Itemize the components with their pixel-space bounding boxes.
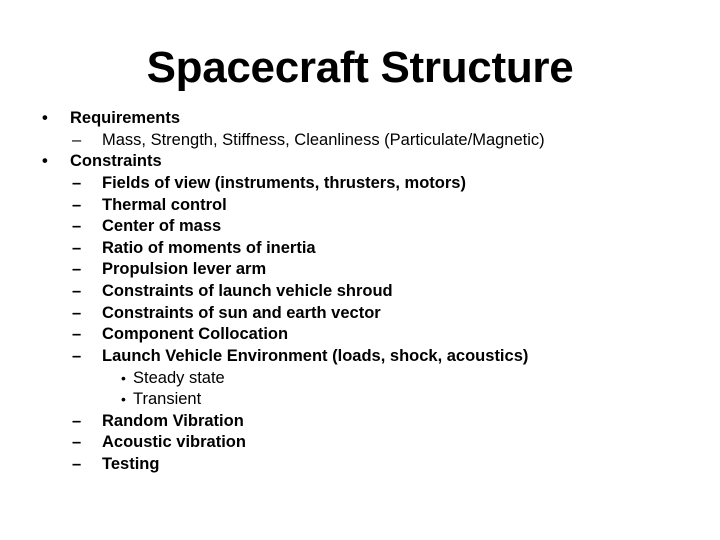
slide-title: Spacecraft Structure <box>146 43 574 92</box>
list-item-text: Component Collocation <box>102 325 289 343</box>
dash-icon: – <box>72 455 82 473</box>
list-item-text: Testing <box>102 455 160 473</box>
bullet-icon: • <box>42 109 48 127</box>
list-item: – Center of mass <box>72 216 222 236</box>
list-item-text: Constraints of sun and earth vector <box>102 304 381 322</box>
list-item: • Constraints <box>42 151 162 171</box>
list-item: – Constraints of launch vehicle shroud <box>72 281 393 301</box>
list-item: – Acoustic vibration <box>72 432 246 452</box>
dash-icon: – <box>72 433 82 451</box>
dash-icon: – <box>72 325 82 343</box>
dash-icon: – <box>72 196 82 214</box>
bullet-icon: • <box>42 152 48 170</box>
dash-icon: – <box>72 412 82 430</box>
list-item-text: Launch Vehicle Environment (loads, shock… <box>102 347 529 365</box>
list-item: – Ratio of moments of inertia <box>72 238 316 258</box>
list-item-text: Random Vibration <box>102 412 244 430</box>
list-item: – Random Vibration <box>72 411 244 431</box>
dash-icon: – <box>72 282 82 300</box>
list-item: • Steady state <box>121 368 225 388</box>
list-item-text: Fields of view (instruments, thrusters, … <box>102 174 466 192</box>
list-item-text: Transient <box>133 390 202 408</box>
dash-icon: – <box>72 131 82 149</box>
list-item: – Testing <box>72 454 160 474</box>
list-item: – Fields of view (instruments, thrusters,… <box>72 173 466 193</box>
list-item: • Requirements <box>42 108 181 128</box>
dash-icon: – <box>72 304 82 322</box>
list-item-text: Requirements <box>70 109 181 127</box>
list-item: – Constraints of sun and earth vector <box>72 303 381 323</box>
bullet-icon: • <box>121 391 126 407</box>
dash-icon: – <box>72 174 82 192</box>
list-item: – Component Collocation <box>72 324 289 344</box>
list-item-text: Ratio of moments of inertia <box>102 239 316 257</box>
dash-icon: – <box>72 260 82 278</box>
list-item: – Launch Vehicle Environment (loads, shoc… <box>72 346 529 366</box>
list-item: • Transient <box>121 389 202 409</box>
list-item-text: Acoustic vibration <box>102 433 246 451</box>
list-item-text: Steady state <box>133 369 225 387</box>
dash-icon: – <box>72 347 82 365</box>
dash-icon: – <box>72 239 82 257</box>
list-item-text: Propulsion lever arm <box>102 260 267 278</box>
list-item-text: Constraints <box>70 152 162 170</box>
list-item-text: Mass, Strength, Stiffness, Cleanliness (… <box>102 131 545 149</box>
dash-icon: – <box>72 217 82 235</box>
list-item-text: Thermal control <box>102 196 227 214</box>
list-item: – Mass, Strength, Stiffness, Cleanliness … <box>72 130 545 150</box>
list-item: – Propulsion lever arm <box>72 259 267 279</box>
list-item: – Thermal control <box>72 195 227 215</box>
list-item-text: Constraints of launch vehicle shroud <box>102 282 393 300</box>
list-item-text: Center of mass <box>102 217 222 235</box>
bullet-icon: • <box>121 370 126 386</box>
